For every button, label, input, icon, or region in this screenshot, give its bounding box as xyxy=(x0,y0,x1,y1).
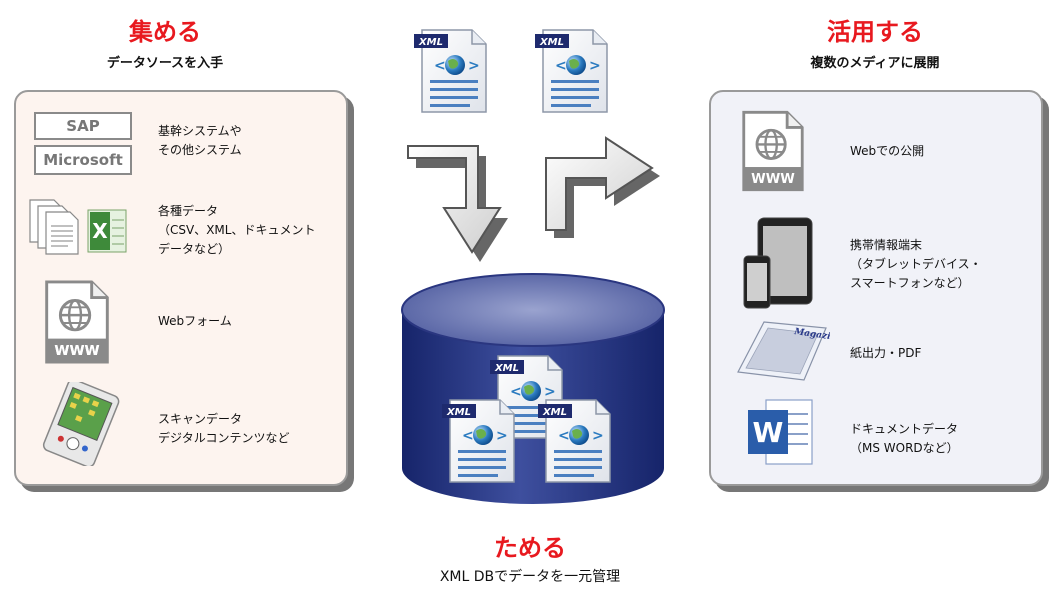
right-item-3-line-1: 紙出力・PDF xyxy=(850,346,922,360)
left-item-2-line-3: データなど） xyxy=(158,242,231,256)
left-item-4-line-2: デジタルコンテンツなど xyxy=(158,431,290,445)
svg-text:X: X xyxy=(92,219,108,243)
web-page-icon xyxy=(740,108,806,194)
web-form-www-label: WWW xyxy=(54,343,99,359)
word-document-icon: W xyxy=(748,399,813,465)
tablet-phone-icon xyxy=(743,217,813,309)
left-subtitle: データソースを入手 xyxy=(106,56,224,71)
left-item-3-line-1: Webフォーム xyxy=(158,314,232,328)
left-item-4-line-1: スキャンデータ xyxy=(158,412,243,426)
arrow-up-right-icon xyxy=(545,136,660,238)
arrow-down-icon xyxy=(407,145,508,262)
paper-output-icon: Magazine xyxy=(737,321,830,381)
left-item-1-text: 基幹システムや その他システム xyxy=(158,122,242,160)
right-item-1-text: Webでの公開 xyxy=(850,142,924,161)
xml-document-icon-db-right xyxy=(536,396,616,486)
right-item-2-line-1: 携帯情報端末 xyxy=(850,238,923,252)
microsoft-logo: Microsoft xyxy=(34,145,132,175)
right-subtitle: 複数のメディアに展開 xyxy=(810,56,940,71)
left-item-1-line-1: 基幹システムや xyxy=(158,124,242,138)
right-item-2-text: 携帯情報端末 （タブレットデバイス・ スマートフォンなど） xyxy=(850,236,982,293)
xml-document-icon-top-left xyxy=(412,26,492,116)
center-subtitle: XML DBでデータを一元管理 xyxy=(439,569,621,585)
left-item-4-text: スキャンデータ デジタルコンテンツなど xyxy=(158,410,290,448)
xml-document-icon-db-left xyxy=(440,396,520,486)
center-title: ためる xyxy=(494,534,566,562)
left-item-3-text: Webフォーム xyxy=(158,312,232,331)
right-item-2-line-2: （タブレットデバイス・ xyxy=(850,257,982,271)
svg-text:W: W xyxy=(753,416,784,449)
sap-logo: SAP xyxy=(34,112,132,140)
left-item-2-line-1: 各種データ xyxy=(158,204,219,218)
right-title: 活用する xyxy=(827,18,923,46)
right-item-4-text: ドキュメントデータ （MS WORDなど） xyxy=(850,420,959,458)
left-item-2-line-2: （CSV、XML、ドキュメント xyxy=(158,223,316,237)
left-title: 集める xyxy=(129,18,201,46)
documents-excel-icon: X xyxy=(29,199,127,255)
left-item-1-line-2: その他システム xyxy=(158,143,242,157)
right-item-2-line-3: スマートフォンなど） xyxy=(850,276,970,290)
xml-document-icon-top-right xyxy=(533,26,613,116)
right-item-1-line-1: Webでの公開 xyxy=(850,144,925,158)
web-form-icon: WWW xyxy=(42,278,112,366)
scanner-device-icon xyxy=(42,382,120,466)
right-item-3-text: 紙出力・PDF xyxy=(850,344,921,363)
right-item-4-line-1: ドキュメントデータ xyxy=(850,422,959,436)
right-item-4-line-2: （MS WORDなど） xyxy=(850,441,959,455)
left-item-2-text: 各種データ （CSV、XML、ドキュメント データなど） xyxy=(158,202,315,259)
